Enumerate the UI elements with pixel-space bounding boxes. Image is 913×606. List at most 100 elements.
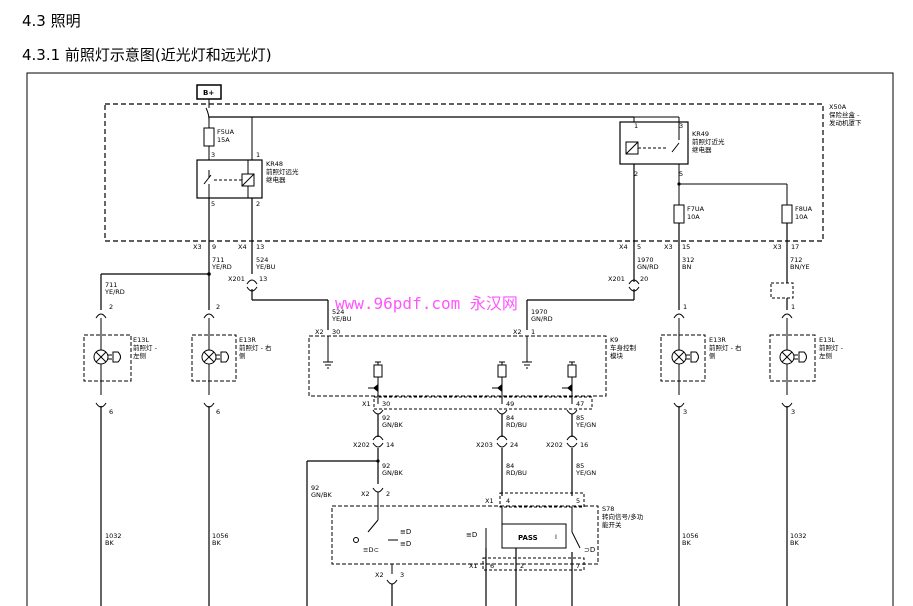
k9-driver-49: [492, 361, 507, 404]
wire-524-b-color: YE/BU: [331, 315, 352, 323]
lamp-e13l-b-desc-2: 左侧: [819, 351, 832, 360]
lamp-e13l-b-desc-1: 前照灯 -: [819, 343, 844, 352]
f8ua-label: F8UA: [795, 205, 813, 213]
battery-label: B+: [203, 89, 214, 97]
pin-49: 49: [506, 400, 514, 408]
wire-84-a-color: RD/BU: [506, 421, 527, 429]
x2-label-c: X2: [361, 490, 370, 498]
wire-84-b: 84: [506, 462, 514, 470]
kr48-desc-2: 继电器: [266, 175, 286, 184]
fuse-f5ua: [203, 127, 215, 147]
pin-30-a: 30: [332, 328, 340, 336]
wire-1032-a-color: BK: [105, 539, 114, 547]
kr48-desc-1: 前照灯远光: [266, 167, 299, 176]
kr49-pin-1: 1: [634, 122, 638, 130]
lamp-e13l-a-pin-2: 2: [109, 303, 113, 311]
x3-label-b: X3: [664, 243, 673, 251]
wire-1970-b-color: GN/RD: [531, 315, 553, 323]
switch-pass-symbol: ⊃D: [584, 546, 595, 554]
kr49-desc-1: 前照灯近光: [692, 137, 725, 146]
k9-label: K9: [610, 336, 618, 344]
x202-label-b: X202: [546, 441, 563, 449]
wire-711-a-color: YE/RD: [211, 263, 232, 271]
wire-524-a-color: YE/BU: [255, 263, 276, 271]
wire-1032-b-color: BK: [790, 539, 799, 547]
wire-92-b-color: GN/BK: [382, 469, 404, 477]
wire-85-a-color: YE/GN: [575, 421, 596, 429]
diagram-frame: [26, 72, 894, 606]
switch-flash-symbol: ≡D: [466, 531, 477, 539]
x201-label-a: X201: [228, 275, 245, 283]
pin-2-switch: 2: [386, 490, 390, 498]
switch-lamp-symbol-off: ≡D⊂: [363, 546, 379, 554]
lamp-e13l-a-label: E13L: [133, 336, 149, 344]
lamp-e13l-b-label: E13L: [819, 336, 835, 344]
x1-label-c: X1: [469, 562, 478, 570]
pin-7: 7: [576, 562, 580, 570]
pin-3-bottom: 3: [400, 571, 404, 579]
lamp-e13r-b-pin-3: 3: [683, 408, 687, 416]
x2-label-a: X2: [315, 328, 324, 336]
pass-pin: I: [555, 533, 557, 541]
fuse-f7ua: [673, 204, 685, 224]
subsection-heading: 4.3.1 前照灯示意图(近光灯和远光灯): [22, 46, 272, 64]
kr49-pin-3: 3: [679, 122, 683, 130]
x3-label-a: X3: [193, 243, 202, 251]
x1-label-a: X1: [362, 400, 371, 408]
watermark: www.96pdf.com 永汉网: [335, 294, 518, 313]
f7ua-label: F7UA: [687, 205, 705, 213]
wire-711-b-color: YE/RD: [104, 288, 125, 296]
x50a-label-0: X50A: [829, 103, 847, 111]
kr48-pin-3: 3: [211, 151, 215, 159]
wire-1032-a: 1032: [105, 532, 122, 540]
kr49-desc-2: 继电器: [692, 145, 712, 154]
module-k9: [308, 335, 607, 397]
pin-14: 14: [386, 441, 394, 449]
pin-17: 17: [791, 243, 799, 251]
x3-label-c: X3: [773, 243, 782, 251]
x202-label-a: X202: [353, 441, 370, 449]
pin-5-switch: 5: [576, 497, 580, 505]
wire-1056-b: 1056: [682, 532, 699, 540]
f5ua-rating: 15A: [217, 136, 230, 144]
k9-driver-30: [368, 361, 383, 404]
kr48-pin-2: 2: [256, 200, 260, 208]
lamp-e13r-a-desc-1: 前照灯 - 右: [239, 343, 272, 352]
x50a-label-1: 保险丝盒 -: [829, 110, 860, 119]
switch-low-beam-symbol: ≡D: [400, 540, 411, 548]
f7ua-rating: 10A: [687, 213, 700, 221]
pin-24: 24: [510, 441, 518, 449]
lamp-e13r-b-label: E13R: [709, 336, 726, 344]
pin-4: 4: [506, 497, 510, 505]
kr49-pin-5: 5: [679, 170, 683, 178]
x2-label-d: X2: [375, 571, 384, 579]
wire-92-c: 92: [311, 484, 319, 492]
kr49-pin-2: 2: [634, 170, 638, 178]
wire-84-b-color: RD/BU: [506, 469, 527, 477]
fuse-box-x50a: [104, 103, 824, 242]
k9-driver-47: [562, 361, 577, 404]
lamp-e13r-b-pin-1: 1: [683, 303, 687, 311]
wire-711-b: 711: [105, 281, 117, 289]
switch-s78: [331, 505, 599, 565]
s78-desc-2: 能开关: [602, 520, 622, 529]
x2-label-b: X2: [513, 328, 522, 336]
x203-label: X203: [476, 441, 493, 449]
pin-1-k9: 1: [531, 328, 535, 336]
lamp-e13l-b-pin-3: 3: [791, 408, 795, 416]
pin-20: 20: [640, 275, 648, 283]
pin-47: 47: [576, 400, 584, 408]
kr48-pin-1: 1: [256, 151, 260, 159]
lamp-e13r-b-desc-1: 前照灯 - 右: [709, 343, 742, 352]
x50a-label-2: 发动机罩下: [829, 118, 862, 127]
wire-92-a: 92: [382, 414, 390, 422]
wire-92-c-color: GN/BK: [311, 491, 333, 499]
kr48-pin-5: 5: [211, 200, 215, 208]
s78-label: S78: [602, 505, 614, 513]
pin-16: 16: [580, 441, 588, 449]
switch-high-beam-symbol: ≡D: [400, 528, 411, 536]
lamp-e13l-left-a: [83, 318, 132, 395]
wire-1056-b-color: BK: [682, 539, 691, 547]
pin-13-a: 13: [256, 243, 264, 251]
